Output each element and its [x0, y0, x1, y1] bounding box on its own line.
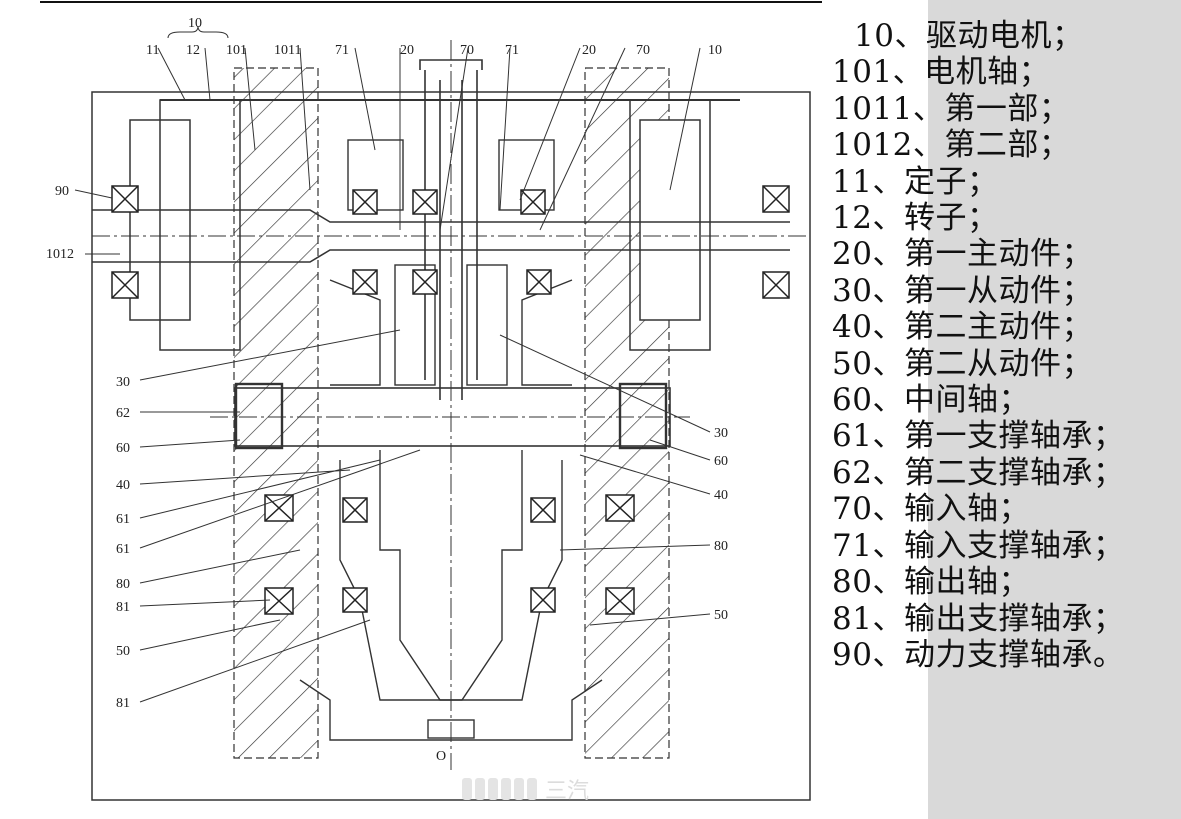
callout-top-4: 71 — [335, 43, 349, 58]
callout-left-5: 40 — [116, 478, 130, 493]
callout-left-8: 80 — [116, 577, 130, 592]
callout-left-7: 61 — [116, 542, 130, 557]
legend-item: 80、输出轴； — [832, 564, 1030, 601]
watermark-logo-icon — [462, 778, 537, 800]
legend-item: 81、输出支撑轴承； — [832, 600, 1125, 637]
callout-top-8: 20 — [582, 43, 596, 58]
callout-top-1: 12 — [186, 43, 200, 58]
legend-item: 61、第一支撑轴承； — [832, 418, 1125, 455]
callout-top-2: 101 — [226, 43, 247, 58]
callout-top-7: 71 — [505, 43, 519, 58]
legend-item: 62、第二支撑轴承； — [832, 454, 1125, 491]
legend-item: 101、电机轴； — [832, 54, 1051, 91]
callout-left-1: 1012 — [46, 247, 74, 262]
legend-item: 90、动力支撑轴承。 — [832, 636, 1125, 673]
callout-right-2: 40 — [714, 488, 728, 503]
legend-item: 20、第一主动件； — [832, 236, 1093, 273]
watermark: 三汽 — [462, 774, 589, 804]
legend-item: 1012、第二部； — [832, 127, 1071, 164]
parts-legend: 10、驱动电机； 101、电机轴； 1011、第一部； 1012、第二部； 11… — [832, 18, 1124, 673]
callout-right-3: 80 — [714, 539, 728, 554]
legend-item: 60、中间轴； — [832, 382, 1030, 419]
callout-left-9: 81 — [116, 600, 130, 615]
legend-item: 30、第一从动件； — [832, 272, 1093, 309]
callout-right-0: 30 — [714, 426, 728, 441]
callout-top-9: 70 — [636, 43, 650, 58]
callout-right-1: 60 — [714, 454, 728, 469]
watermark-text: 三汽 — [545, 779, 590, 804]
callout-left-0: 90 — [55, 184, 69, 199]
callout-left-2: 30 — [116, 375, 130, 390]
callout-top-3: 1011 — [274, 43, 301, 58]
legend-item: 40、第二主动件； — [832, 309, 1093, 346]
legend-item: 10、驱动电机； — [854, 18, 1084, 54]
callout-left-6: 61 — [116, 512, 130, 527]
callout-top-6: 70 — [460, 43, 474, 58]
legend-item: 1011、第一部； — [832, 90, 1071, 127]
transmission-cross-section-drawing: 10 11 12 101 1011 71 20 70 71 20 70 10 9… — [40, 1, 822, 801]
callout-left-4: 60 — [116, 441, 130, 456]
legend-item: 71、输入支撑轴承； — [832, 527, 1125, 564]
callout-left-3: 62 — [116, 406, 130, 421]
callout-top-5: 20 — [400, 43, 414, 58]
group-label: 10 — [188, 16, 202, 31]
legend-item: 12、转子； — [832, 200, 999, 237]
callout-top-10: 10 — [708, 43, 722, 58]
callout-left-10: 50 — [116, 644, 130, 659]
legend-item: 70、输入轴； — [832, 491, 1030, 528]
callout-top-0: 11 — [146, 43, 159, 58]
callout-right-4: 50 — [714, 608, 728, 623]
callout-left-11: 81 — [116, 696, 130, 711]
legend-item: 50、第二从动件； — [832, 345, 1093, 382]
legend-background-panel — [928, 0, 1181, 819]
legend-item: 11、定子； — [832, 163, 999, 200]
origin-label: O — [436, 749, 446, 764]
